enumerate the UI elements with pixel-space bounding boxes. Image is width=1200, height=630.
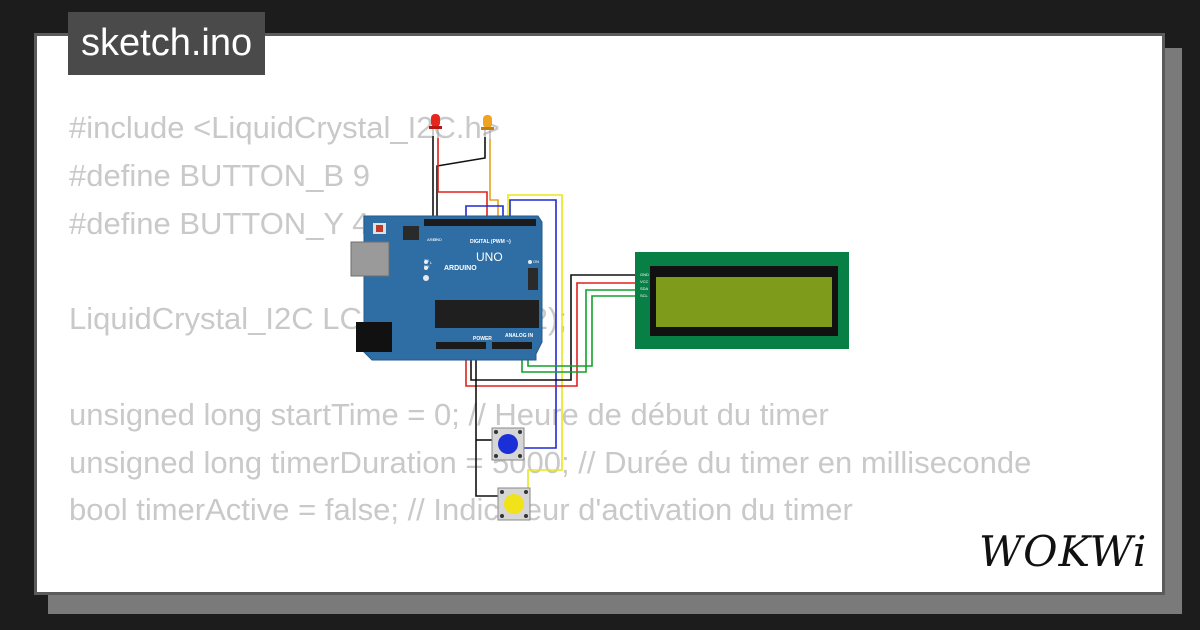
aref-label: AREF	[427, 237, 438, 242]
wire-green-sda	[521, 289, 636, 373]
wire-blue-btn	[509, 199, 557, 449]
wire-green-scl	[527, 295, 636, 367]
code-line-2: #define BUTTON_B 9	[69, 157, 370, 193]
wokwi-logo-text: WOKWi	[979, 527, 1147, 576]
code-line-8: unsigned long timerDuration = 5000; // D…	[69, 444, 1032, 480]
lcd-pin-gnd: GND	[640, 272, 649, 277]
code-line-3: #define BUTTON_Y 4	[69, 205, 370, 241]
digital-header-label: DIGITAL (PWM ~)	[470, 239, 511, 245]
lcd-pin-vcc: VCC	[640, 279, 649, 284]
wires	[432, 136, 636, 497]
wire-orange-led	[489, 139, 499, 222]
analog-header-label: ANALOG IN	[505, 333, 533, 339]
file-name-tab: sketch.ino	[68, 12, 266, 75]
code-line-1: #include <LiquidCrystal_I2C.h>	[69, 110, 500, 145]
wire-black-btn	[475, 354, 498, 497]
blue-pushbutton[interactable]	[491, 427, 525, 461]
code-line-7: unsigned long startTime = 0; // Heure de…	[69, 396, 829, 432]
code-background: #include <LiquidCrystal_I2C.h> #define BU…	[69, 104, 1032, 592]
wire-black-led2	[436, 137, 486, 218]
lcd-pin-sda: SDA	[640, 286, 649, 291]
lcd-display[interactable]: GND VCC SDA SCL	[635, 252, 849, 349]
l-label: L	[430, 260, 433, 265]
preview-card: #include <LiquidCrystal_I2C.h> #define BU…	[34, 33, 1165, 595]
power-header-label: POWER	[473, 336, 492, 342]
wire-red-led	[437, 138, 488, 222]
gnd-label: GND	[433, 237, 442, 242]
tx-label: TX	[424, 258, 429, 263]
arduino-uno-board[interactable]: UNO ARDUINO DIGITAL (PWM ~) POWER ANALOG…	[350, 215, 543, 361]
on-label: ON	[533, 259, 539, 264]
yellow-pushbutton[interactable]	[497, 487, 531, 521]
board-brand-label: ARDUINO	[444, 265, 477, 272]
wire-black-power	[470, 274, 636, 381]
code-line-9: bool timerActive = false; // Indicateur …	[69, 492, 853, 528]
red-led	[429, 114, 442, 138]
wire-yellow-top	[507, 194, 563, 490]
orange-led	[481, 115, 494, 139]
board-model-label: UNO	[476, 250, 503, 264]
wire-blue-top	[465, 205, 504, 222]
code-line-11: bool started;	[69, 582, 1031, 592]
wokwi-logo: WOKWi	[979, 527, 1147, 576]
wire-red-power	[465, 282, 636, 387]
rx-label: RX	[424, 264, 430, 269]
lcd-pin-scl: SCL	[640, 293, 649, 298]
